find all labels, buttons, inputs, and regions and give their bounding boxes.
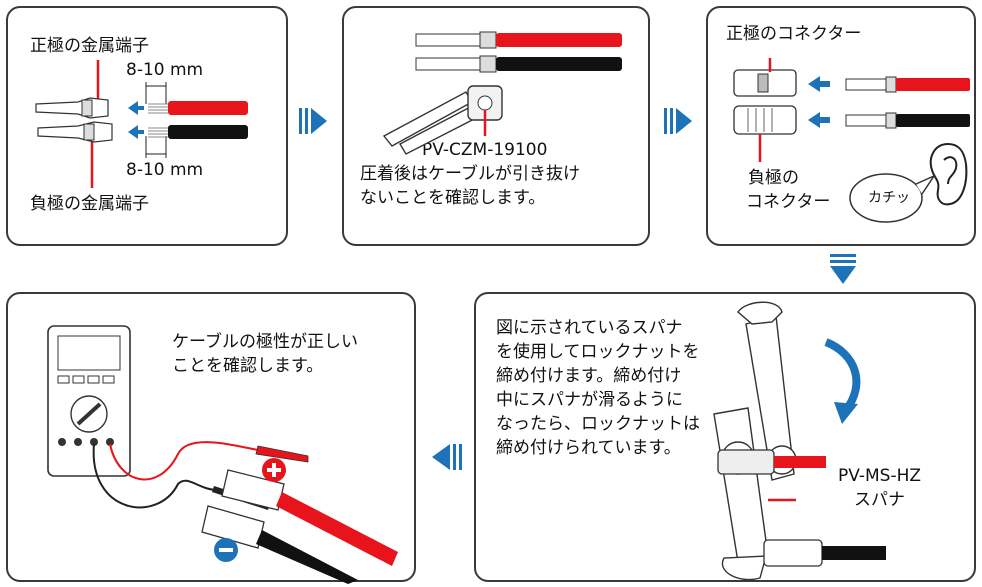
ear-icon (929, 142, 968, 206)
wrench-note-line4: 中にスパナが滑るように (496, 390, 683, 410)
step5-panel: ケーブルの極性が正しい ことを確認します。 (6, 292, 416, 584)
crimp-tool-model-label: PV-CZM-19100 (422, 140, 548, 160)
strip-length-bottom-label: 8-10 mm (126, 160, 204, 180)
wrench-tightening-illustration (713, 301, 886, 581)
connector-assembly-illustration (733, 58, 970, 223)
negative-connector-label-line2: コネクター (746, 192, 831, 212)
plus-icon (262, 458, 286, 482)
wrench-model-label: PV-MS-HZ (838, 466, 922, 486)
step2-panel: PV-CZM-19100 圧着後はケーブルが引き抜け ないことを確認します。 (342, 6, 650, 246)
wrench-note-line5: なったら、ロックナットは (496, 414, 700, 434)
terminal-stripping-illustration (35, 60, 248, 188)
multimeter-icon (47, 325, 131, 477)
step3-panel: 正極のコネクター 負極の コネクター カチッ (706, 6, 976, 246)
click-sound-label: カチッ (868, 190, 910, 206)
flow-arrow-icon (830, 254, 856, 284)
positive-connector-label: 正極のコネクター (726, 24, 862, 44)
wrench-note-line6: 締め付けられています。 (496, 438, 681, 458)
polarity-note-line1: ケーブルの極性が正しい (172, 332, 358, 352)
negative-connector-label-line1: 負極の (748, 168, 799, 188)
crimp-note-line2: ないことを確認します。 (360, 188, 546, 208)
step1-panel: 正極の金属端子 負極の金属端子 8-10 mm 8-10 mm (6, 6, 288, 246)
flow-arrow-icon (299, 108, 327, 134)
positive-terminal-label: 正極の金属端子 (30, 36, 149, 56)
flow-arrow-icon (664, 108, 692, 134)
wrench-note-line2: を使用してロックナットを (496, 342, 700, 362)
step4-panel: 図に示されているスパナ を使用してロックナットを 締め付けます。締め付け 中にス… (474, 292, 976, 582)
polarity-note-line2: ことを確認します。 (172, 356, 324, 376)
multimeter-check-illustration (47, 325, 398, 584)
minus-icon (214, 538, 238, 562)
wrench-note-line3: 締め付けます。締め付け (496, 366, 682, 386)
crimp-note-line1: 圧着後はケーブルが引き抜け (360, 164, 580, 184)
strip-length-top-label: 8-10 mm (126, 60, 204, 80)
wrench-note-line1: 図に示されているスパナ (496, 318, 683, 338)
wrench-name-label: スパナ (854, 490, 905, 510)
flow-arrow-icon (432, 444, 462, 470)
negative-terminal-label: 負極の金属端子 (30, 194, 149, 214)
crimping-tool-illustration (382, 31, 622, 155)
